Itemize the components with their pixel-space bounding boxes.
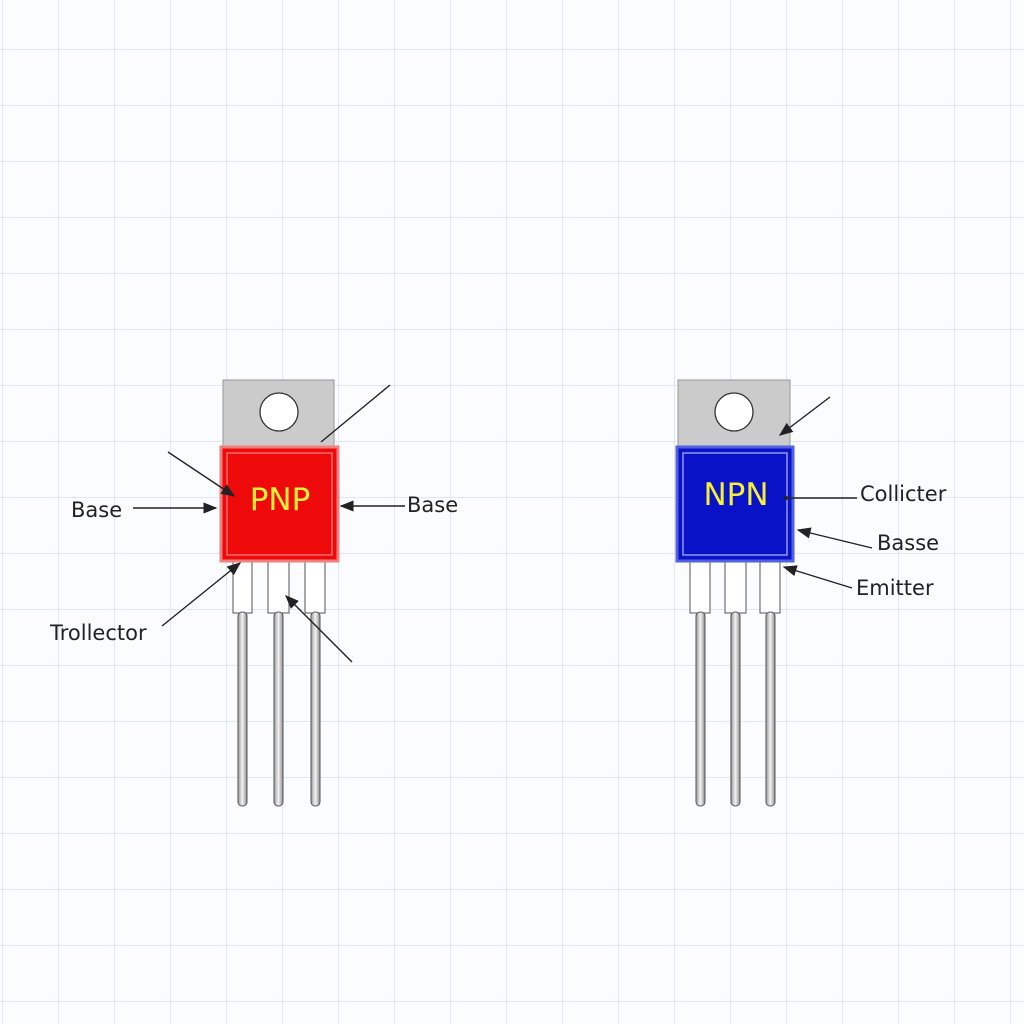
pnp-label-trollector: Trollector	[49, 621, 147, 645]
npn-label-basse: Basse	[877, 531, 939, 555]
npn-mounting-hole	[714, 392, 754, 432]
pnp-legs	[232, 560, 326, 807]
pnp-label-base-left: Base	[71, 498, 122, 522]
pnp-mounting-hole	[259, 392, 299, 432]
npn-body	[675, 445, 795, 563]
npn-legs	[689, 560, 781, 807]
npn-label-emitter: Emitter	[856, 576, 934, 600]
npn-marking: NPN	[703, 477, 768, 513]
pnp-marking: PNP	[250, 482, 311, 518]
npn-transistor: NPN Collicter Basse Emitter	[675, 379, 947, 807]
pnp-label-base-right: Base	[407, 493, 458, 517]
pnp-body	[219, 445, 340, 563]
npn-label-collicter: Collicter	[860, 482, 947, 506]
pnp-transistor: PNP Base Base Trollector	[49, 379, 458, 807]
